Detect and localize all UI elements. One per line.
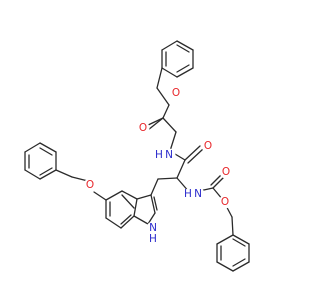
benzyl-ch2-bond (156, 67, 163, 89)
benzyloxy-phenyl-ring (24, 142, 57, 180)
benzyl-ester-phenyl-ring (161, 40, 194, 78)
svg-text:H: H (149, 233, 157, 245)
indole-benzene-ring (105, 190, 138, 229)
atom-O-benzyloxy: O (83, 178, 97, 192)
svg-text:O: O (221, 196, 229, 208)
molecule-canvas: O O H N O O H N O (24, 40, 250, 272)
svg-text:N: N (149, 222, 157, 234)
atom-O-carbamate-carbonyl: O (219, 165, 233, 179)
carbamate-phenyl-ring (216, 234, 250, 272)
atom-N-glycine-amide: H N (154, 148, 176, 162)
atom-N-carbamate: H N (183, 187, 205, 201)
bond-lines (24, 40, 250, 272)
indole-pyrrole-ring (133, 194, 158, 225)
atom-O-carbamate-single: O (218, 195, 232, 209)
svg-text:O: O (139, 122, 147, 134)
svg-text:H: H (155, 149, 163, 161)
svg-text:O: O (172, 87, 180, 99)
atom-O-amide-carbonyl: O (201, 139, 215, 153)
molecule-structure: O O H N O O H N O (24, 40, 250, 272)
svg-text:H: H (184, 188, 192, 200)
svg-text:O: O (222, 166, 230, 178)
atom-O-ester-single: O (169, 86, 183, 100)
svg-text:O: O (86, 179, 94, 191)
atom-labels: O O H N O O H N O (83, 86, 233, 245)
svg-text:N: N (165, 149, 173, 161)
svg-text:O: O (204, 140, 212, 152)
svg-text:N: N (194, 188, 202, 200)
atom-O-ester-carbonyl: O (136, 121, 150, 135)
atom-N-indole: N H (146, 221, 160, 245)
